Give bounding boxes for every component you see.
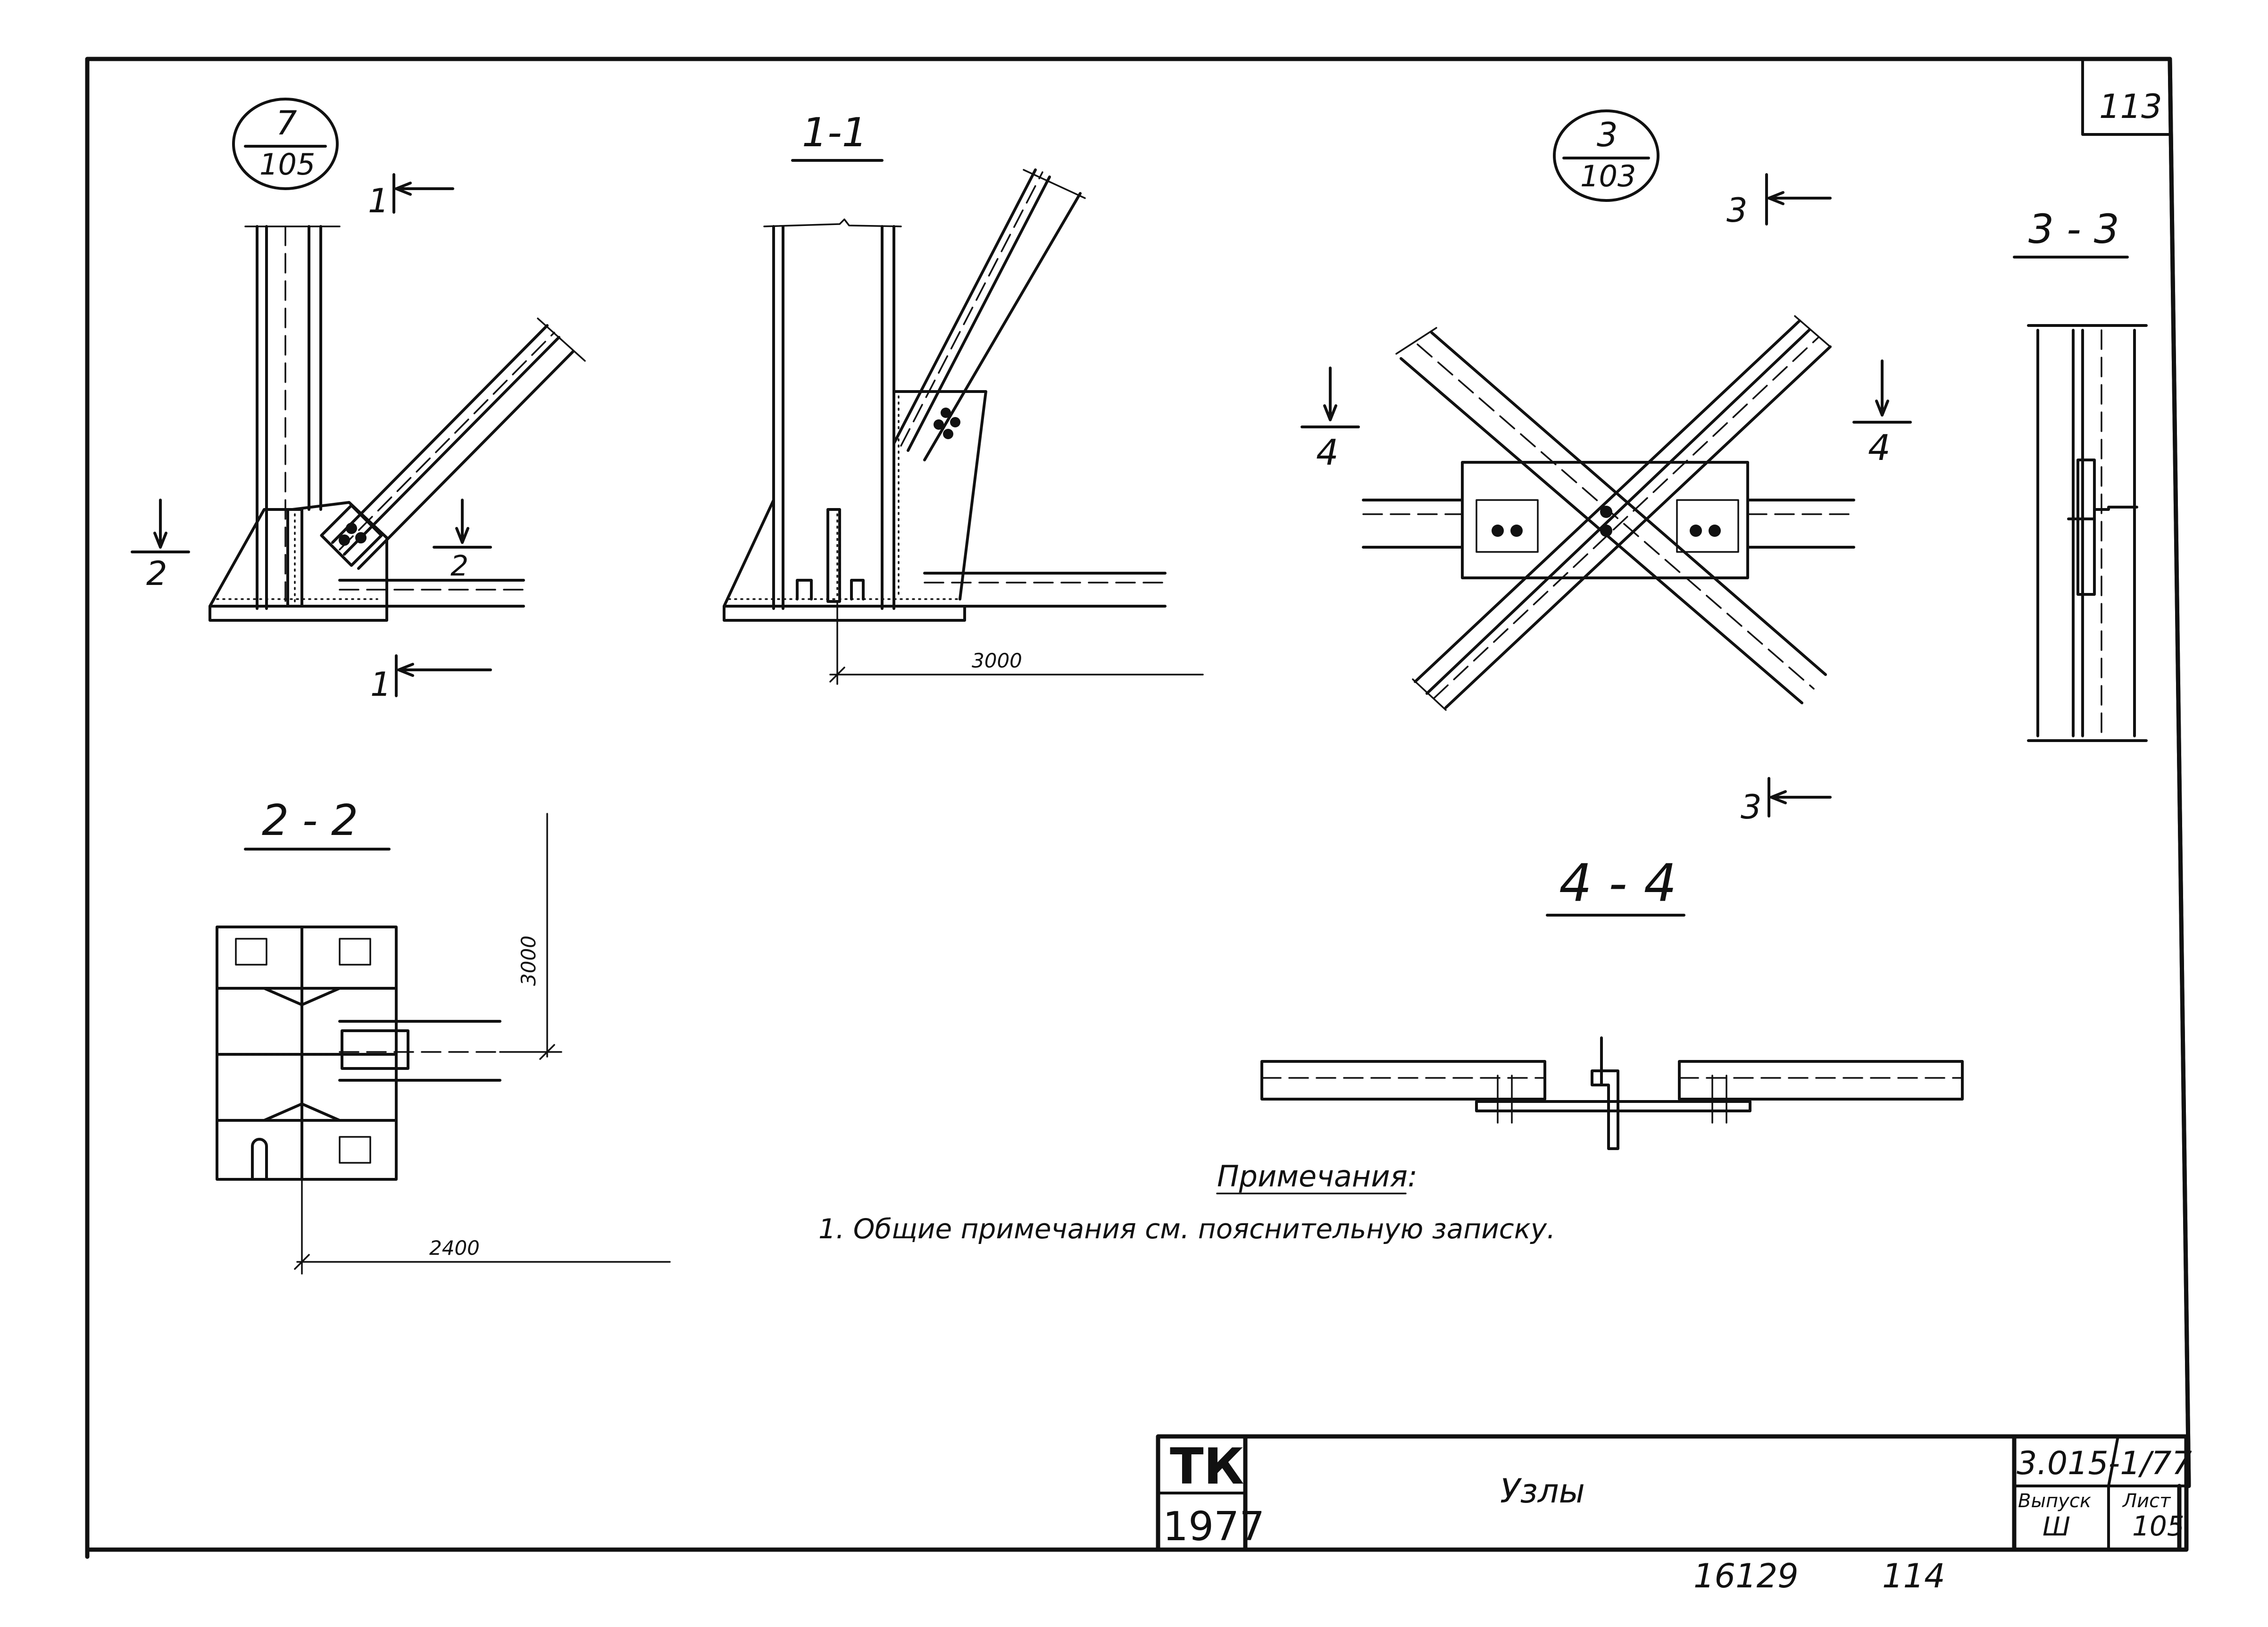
cut-mark-2-left: 2 <box>131 499 190 593</box>
callout-top: 3 <box>1597 116 1618 154</box>
corner-sheet-box: 113 <box>2081 58 2171 136</box>
section-2-2: 2 - 2 3000 2400 <box>216 796 671 1275</box>
section-3-3-title: 3 - 3 <box>2028 206 2119 253</box>
callout-top: 7 <box>276 104 297 142</box>
svg-text:1: 1 <box>370 665 392 704</box>
title-block: ТК 1977 Узлы 3.015-1/77 Выпуск Ш Лист 10… <box>1156 1434 2192 1552</box>
sheet-frame <box>85 57 2191 1559</box>
title-org: ТК <box>1170 1438 1244 1495</box>
svg-text:4: 4 <box>1316 432 1339 473</box>
title-series: 3.015-1/77 <box>2017 1445 2192 1482</box>
title-sheet-value: 105 <box>2132 1510 2185 1542</box>
svg-text:3: 3 <box>1726 191 1748 230</box>
section-1-1: 1-1 3000 <box>723 109 1204 685</box>
dim-3000-section-2-2: 3000 <box>517 935 540 986</box>
detail-column-base: 7 105 1 <box>131 98 586 704</box>
title-name: Узлы <box>1500 1472 1585 1510</box>
cut-mark-3-top: 3 <box>1726 173 1832 230</box>
title-issue-value: Ш <box>2043 1511 2070 1542</box>
notes-heading: Примечания: <box>1217 1159 1418 1193</box>
note-1: 1. Общие примечания см. пояснительную за… <box>818 1213 1556 1245</box>
svg-text:2: 2 <box>146 554 167 593</box>
svg-text:4: 4 <box>1868 427 1891 468</box>
section-4-4: 4 - 4 <box>1260 853 1964 1150</box>
cut-mark-2-right: 2 <box>433 499 492 583</box>
corner-sheet-number: 113 <box>2099 87 2162 126</box>
cut-mark-1-top: 1 <box>368 173 454 220</box>
dim-2400: 2400 <box>429 1236 480 1260</box>
callout-bottom: 105 <box>259 147 315 182</box>
svg-text:3: 3 <box>1741 788 1762 826</box>
cut-mark-4-right: 4 <box>1852 359 1912 468</box>
svg-text:1: 1 <box>368 182 389 220</box>
cut-mark-4-left: 4 <box>1301 367 1360 473</box>
section-4-4-title: 4 - 4 <box>1559 853 1677 913</box>
footer-page: 114 <box>1882 1557 1945 1595</box>
cut-mark-3-bottom: 3 <box>1741 777 1832 826</box>
svg-text:2: 2 <box>450 550 468 583</box>
title-issue-label: Выпуск <box>2018 1490 2091 1512</box>
section-3-3: 3 - 3 <box>2013 206 2148 742</box>
detail-cross-bracing: 3 103 3 <box>1301 109 1912 826</box>
cut-mark-1-bottom: 1 <box>370 654 492 704</box>
callout-bottom: 103 <box>1580 159 1636 193</box>
title-sheet-label: Лист <box>2122 1490 2171 1512</box>
section-1-1-title: 1-1 <box>802 109 867 156</box>
section-2-2-title: 2 - 2 <box>262 796 358 845</box>
dim-3000-section-1-1: 3000 <box>972 649 1022 672</box>
title-year: 1977 <box>1163 1503 1265 1550</box>
notes: Примечания: 1. Общие примечания см. пояс… <box>818 1159 1556 1245</box>
footer-inventory: 16129 <box>1693 1557 1799 1595</box>
